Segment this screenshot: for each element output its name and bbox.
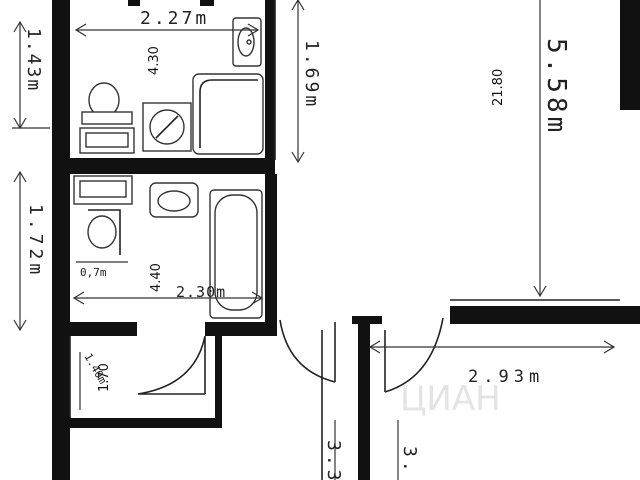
shower-tray xyxy=(192,73,264,155)
area-label-closet: 1.70 xyxy=(97,363,112,392)
wall-room-bottom xyxy=(450,306,640,324)
watermark-text: ЦИАН xyxy=(400,379,501,419)
bath-toilet xyxy=(87,215,117,249)
wall-corridor xyxy=(358,318,370,480)
dim-label-bath-small: 0,7m xyxy=(80,266,107,279)
dim-label-lower-right: 3. xyxy=(399,446,420,476)
interior-lines xyxy=(69,0,620,418)
bath-door xyxy=(279,319,336,383)
bathroom-fixtures xyxy=(73,175,263,319)
wall-left-outer xyxy=(52,0,70,480)
toilet-room-fixtures xyxy=(79,17,264,155)
dim-label-toilet-height-left: 1.43m xyxy=(23,28,44,92)
wall-toilet-bottom xyxy=(52,158,275,174)
dim-label-bath-width: 2.30m xyxy=(176,283,226,301)
dimension-lines xyxy=(12,0,616,480)
wall-bath-bottom xyxy=(52,322,137,336)
wall-top-stub-1 xyxy=(128,0,140,6)
wall-toilet-right xyxy=(265,0,275,160)
room-door xyxy=(384,317,444,393)
area-label-living-room: 21.80 xyxy=(491,69,506,106)
closet-door xyxy=(137,335,206,395)
wall-top-stub-2 xyxy=(200,0,214,6)
walls xyxy=(52,0,640,480)
wall-bath-right xyxy=(265,174,277,334)
dim-label-toilet-width: 2.27m xyxy=(140,8,209,29)
wall-corridor-cap xyxy=(352,316,382,324)
dim-label-lower-left: 3.3 xyxy=(323,440,344,480)
dim-label-right-room-width: 2.93m xyxy=(468,367,544,387)
dim-label-bath-height-left: 1.72m xyxy=(25,204,46,278)
dim-label-toilet-height-right: 1.69m xyxy=(301,40,322,109)
wall-closet-bottom xyxy=(52,418,222,428)
doors xyxy=(137,317,444,480)
wall-closet-right xyxy=(215,336,222,428)
dim-label-room-height: 5.58m xyxy=(541,38,571,136)
area-label-bathroom: 4.40 xyxy=(149,263,164,292)
wall-right-side xyxy=(620,0,640,110)
wall-bath-bottom-right xyxy=(205,322,277,336)
area-label-toilet: 4.30 xyxy=(147,46,162,75)
